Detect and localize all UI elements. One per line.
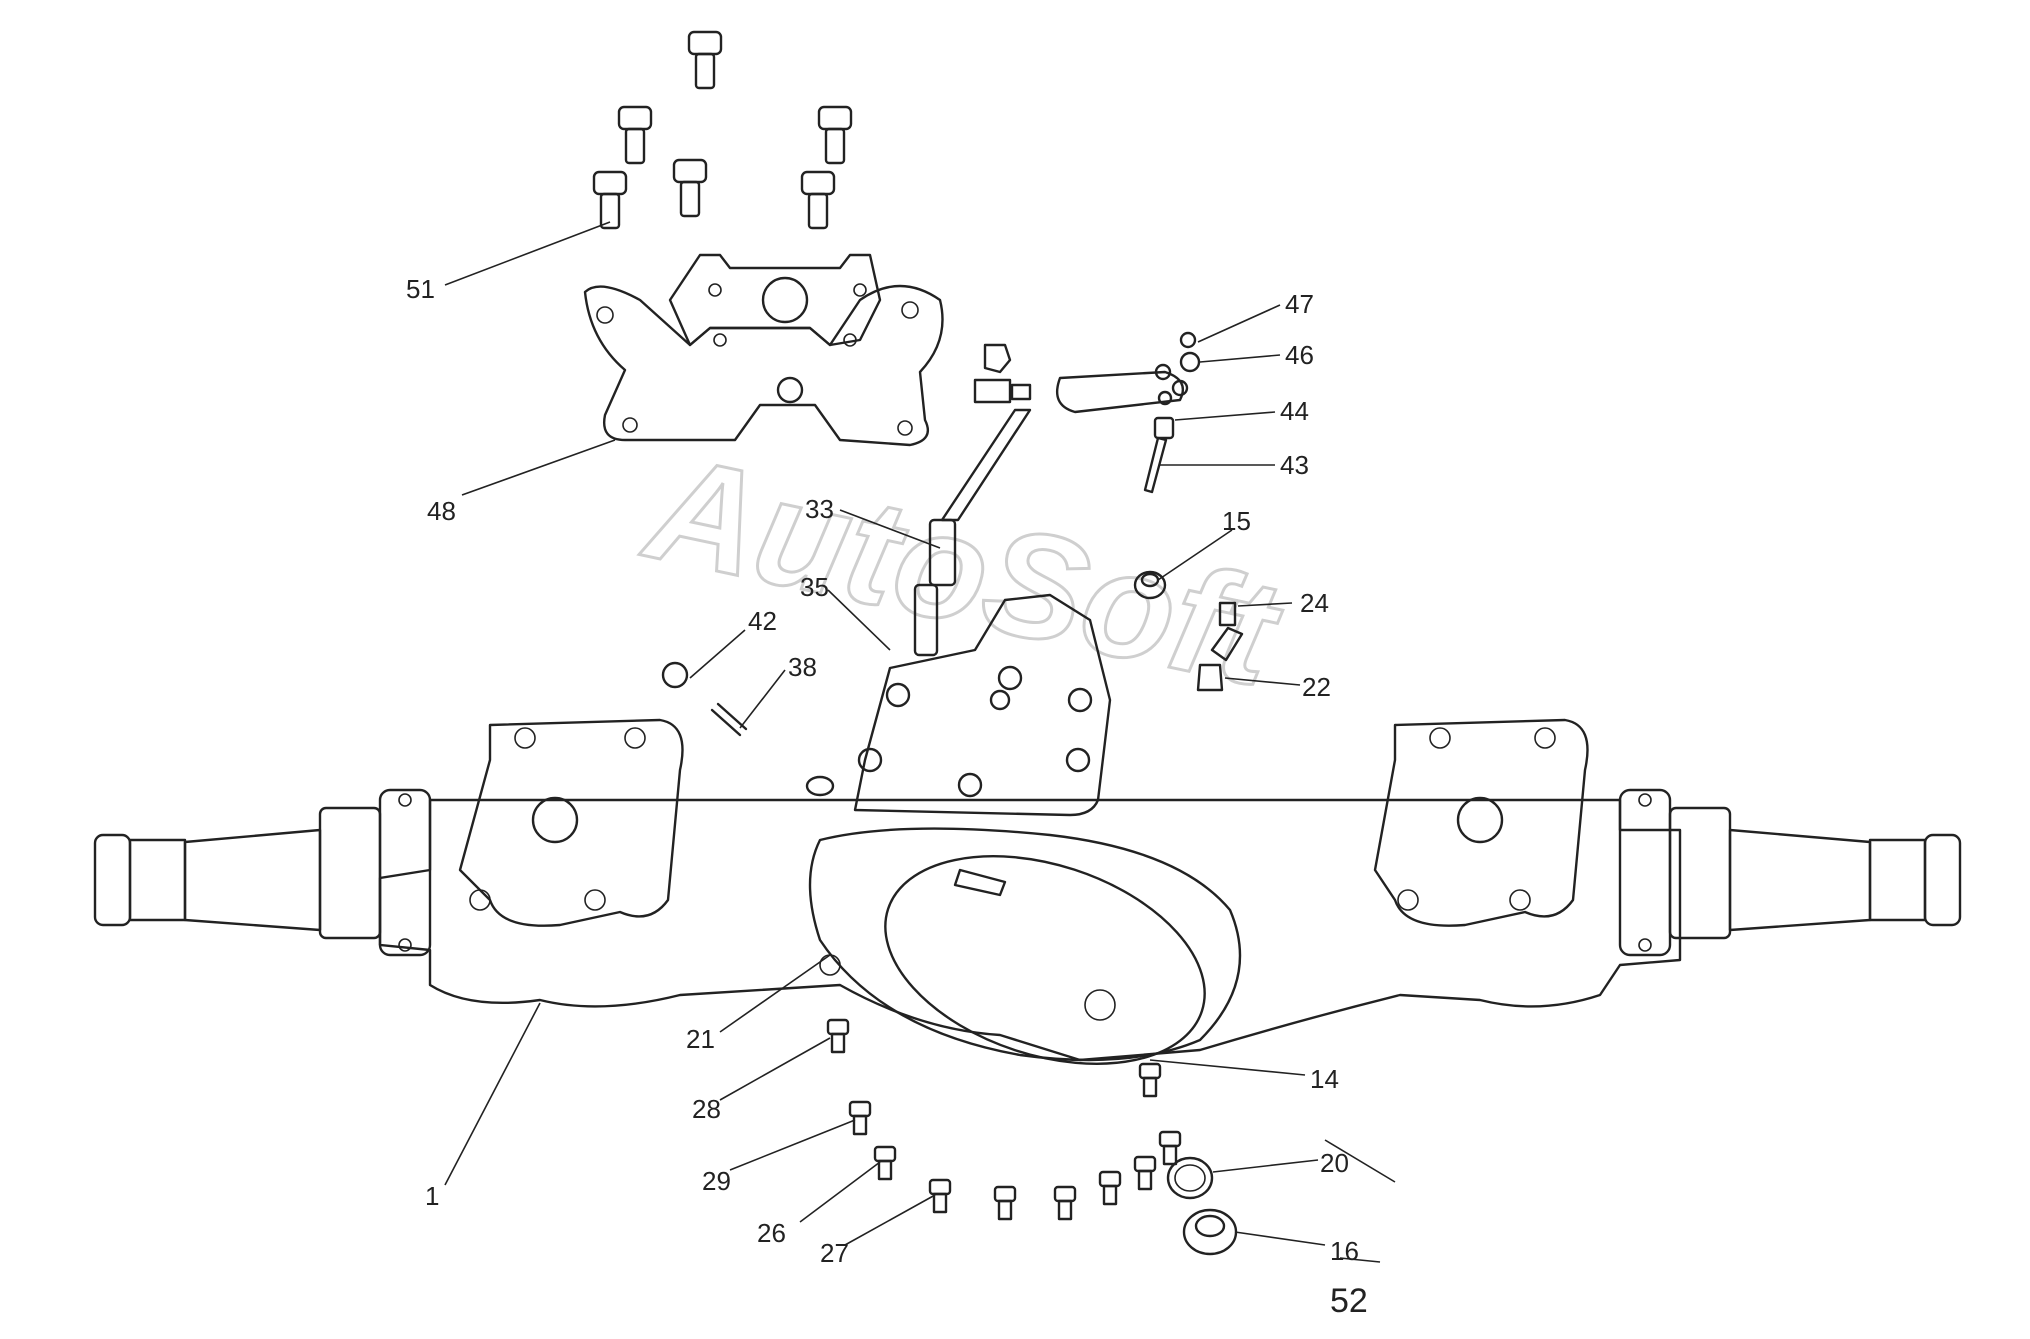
callout-1: 1 xyxy=(425,1181,439,1211)
bolt-icon xyxy=(873,1145,897,1181)
callout-43: 43 xyxy=(1280,450,1309,480)
callout-27: 27 xyxy=(820,1238,849,1268)
level-sensor-linkage xyxy=(913,331,1201,657)
page-number: 52 xyxy=(1330,1282,1368,1320)
right-axle-shaft xyxy=(1618,788,1962,957)
bolt-icon xyxy=(800,170,836,230)
callout-44: 44 xyxy=(1280,396,1309,426)
callout-33: 33 xyxy=(805,494,834,524)
bolt-icon xyxy=(1053,1185,1077,1221)
callout-15: 15 xyxy=(1222,506,1251,536)
bolt-icon xyxy=(928,1178,952,1214)
callout-38: 38 xyxy=(788,652,817,682)
bolt-icon xyxy=(1138,1062,1162,1098)
nut-icon xyxy=(1133,570,1167,600)
bolt-icon xyxy=(1133,1155,1157,1191)
left-axle-shaft xyxy=(93,788,432,957)
callout-14: 14 xyxy=(1310,1064,1339,1094)
bolt-icon xyxy=(672,158,708,218)
callout-26: 26 xyxy=(757,1218,786,1248)
callout-48: 48 xyxy=(427,496,456,526)
callout-22: 22 xyxy=(1302,672,1331,702)
bolt-group-top xyxy=(592,30,853,230)
callout-29: 29 xyxy=(702,1166,731,1196)
bolt-icon xyxy=(993,1185,1017,1221)
leader-lines xyxy=(444,221,1396,1263)
fitting-icon xyxy=(661,661,689,689)
bolt-icon xyxy=(687,30,723,90)
bolt-icon xyxy=(826,1018,850,1054)
bolt-icon xyxy=(592,170,628,230)
bolt-icon xyxy=(617,105,653,165)
bolt-icon xyxy=(1158,1130,1182,1166)
carrier-cover xyxy=(853,593,1112,817)
callout-46: 46 xyxy=(1285,340,1314,370)
callout-42: 42 xyxy=(748,606,777,636)
o-ring-icon xyxy=(805,775,835,797)
callout-35: 35 xyxy=(800,572,829,602)
bolt-icon xyxy=(1098,1170,1122,1206)
axle-housing xyxy=(378,718,1682,1065)
bolt-icon xyxy=(817,105,853,165)
pin-icon xyxy=(710,702,748,737)
fitting-icon xyxy=(1218,601,1237,627)
callout-24: 24 xyxy=(1300,588,1329,618)
callout-47: 47 xyxy=(1285,289,1314,319)
seal-ring-icon xyxy=(1166,1156,1214,1200)
callout-labels: 51 47 46 44 43 48 33 15 35 42 24 38 22 2… xyxy=(406,274,1359,1268)
callout-21: 21 xyxy=(686,1024,715,1054)
callout-20: 20 xyxy=(1320,1148,1349,1178)
callout-16: 16 xyxy=(1330,1236,1359,1266)
callout-28: 28 xyxy=(692,1094,721,1124)
callout-51: 51 xyxy=(406,274,435,304)
bolt-icon xyxy=(848,1100,872,1136)
watermark: AutoSoft xyxy=(632,421,1296,719)
mounting-bracket xyxy=(583,253,944,447)
